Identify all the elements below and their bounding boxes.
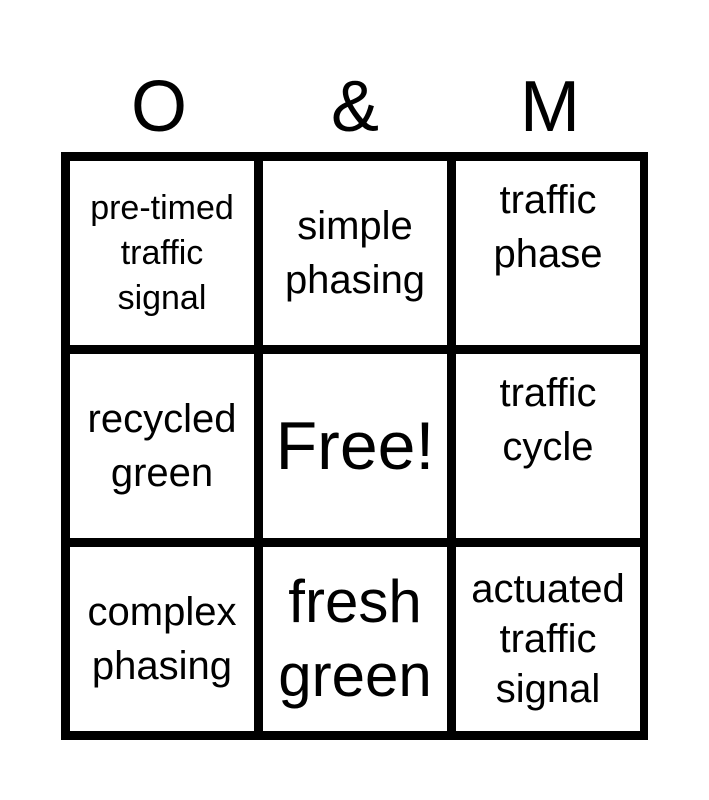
header-letter-m: M (520, 67, 580, 147)
bingo-cell[interactable]: actuated traffic signal (456, 547, 640, 731)
bingo-cell[interactable]: pre-timed traffic signal (70, 161, 254, 345)
bingo-cell[interactable]: traffic cycle (456, 354, 640, 538)
bingo-cell[interactable]: simple phasing (263, 161, 447, 345)
bingo-cell[interactable]: traffic phase (456, 161, 640, 345)
free-cell[interactable]: Free! (263, 354, 447, 538)
bingo-cell[interactable]: recycled green (70, 354, 254, 538)
header-letter-o: O (130, 67, 187, 147)
bingo-cell[interactable]: complex phasing (70, 547, 254, 731)
bingo-cell[interactable]: fresh green (263, 547, 447, 731)
header-ampersand: & (330, 67, 380, 147)
bingo-grid: pre-timed traffic signal simple phasing … (61, 152, 648, 740)
